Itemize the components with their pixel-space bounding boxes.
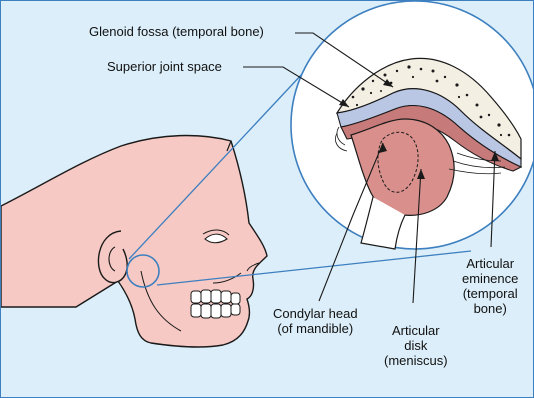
label-articular-disk: Articular disk (meniscus)	[384, 323, 448, 368]
label-condylar-head: Condylar head (of mandible)	[273, 306, 358, 336]
label-glenoid-fossa: Glenoid fossa (temporal bone)	[89, 24, 264, 39]
teeth	[191, 290, 240, 318]
label-superior-joint-space: Superior joint space	[107, 59, 222, 74]
label-articular-eminence: Articular eminence (temporal bone)	[462, 256, 518, 316]
